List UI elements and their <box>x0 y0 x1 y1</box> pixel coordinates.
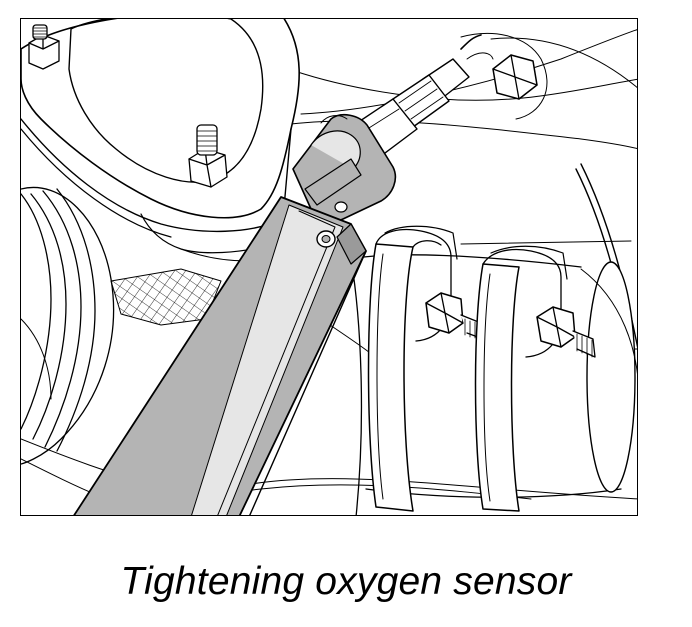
pipe-clamp-right <box>474 245 568 512</box>
flange-stud-top-left <box>28 24 60 70</box>
exhaust-manifold-flange <box>21 19 302 262</box>
left-hose <box>21 186 115 465</box>
clamp-bolt-right <box>536 306 596 358</box>
flange-stud-center <box>188 124 228 188</box>
oxygen-sensor-illustration <box>21 19 637 515</box>
socket-wrench <box>73 113 397 515</box>
figure-caption: Tightening oxygen sensor <box>120 560 572 603</box>
clamp-bolt-left <box>425 292 484 340</box>
bracket-bolt-top-right <box>460 32 548 120</box>
pipe-clamp-left <box>367 225 458 512</box>
illustration-frame <box>20 18 638 516</box>
